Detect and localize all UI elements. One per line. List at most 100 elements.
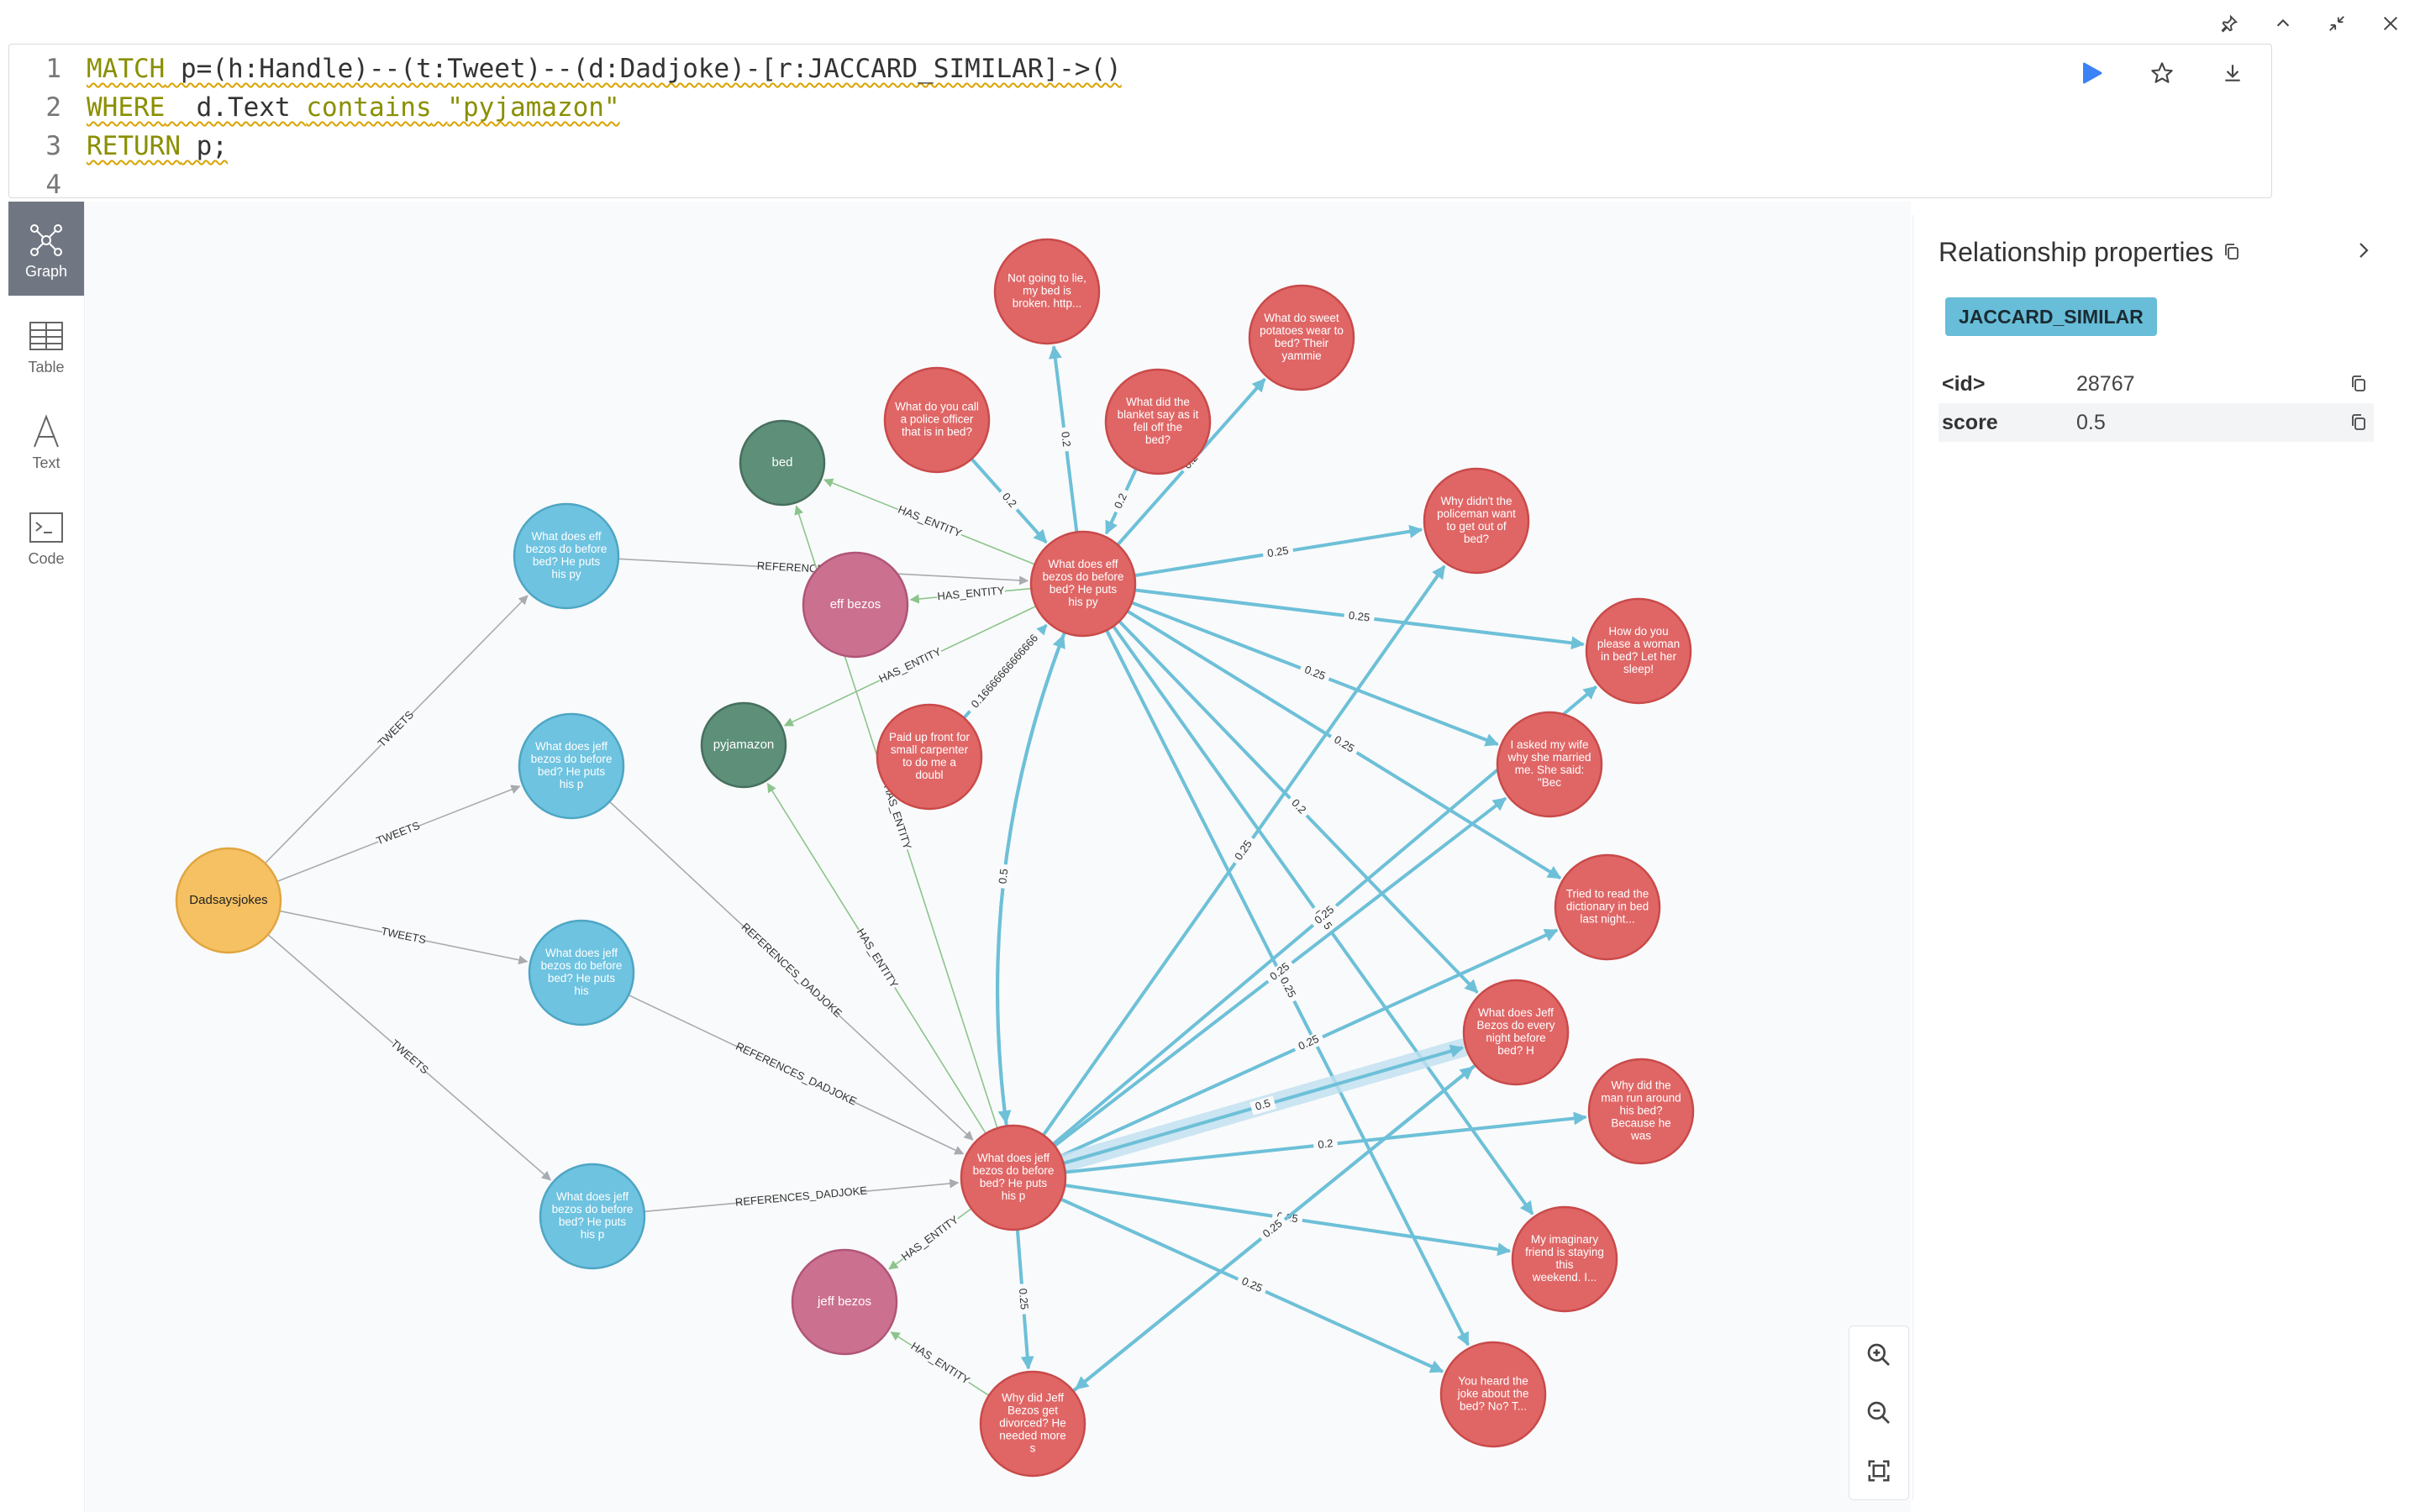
copy-icon[interactable] bbox=[2344, 407, 2374, 438]
node-circle[interactable] bbox=[1104, 368, 1212, 475]
node-circle[interactable] bbox=[539, 1163, 646, 1270]
similarity-edge[interactable]: 0.2 bbox=[1065, 1111, 1587, 1174]
relationship-edge[interactable]: TWEETS bbox=[264, 595, 529, 864]
relationship-edge[interactable]: TWEETS bbox=[267, 934, 552, 1181]
similarity-edge[interactable]: 0.25 bbox=[1014, 1229, 1034, 1370]
fullscreen-exit-icon[interactable] bbox=[2317, 7, 2356, 40]
node-circle[interactable] bbox=[791, 1248, 898, 1356]
graph-node-handle[interactable]: Dadsaysjokes bbox=[175, 847, 282, 954]
similarity-edge[interactable]: 0.25 bbox=[1060, 928, 1559, 1158]
similarity-edge[interactable]: 0.5 bbox=[996, 634, 1065, 1126]
graph-node-entity_person[interactable]: jeff bezos bbox=[791, 1248, 898, 1356]
similarity-edge[interactable]: 0.25 bbox=[1131, 601, 1499, 747]
similarity-edge[interactable]: 0.25 bbox=[1134, 588, 1586, 650]
view-tab-text[interactable]: Text bbox=[8, 393, 84, 487]
similarity-edge[interactable]: 0.25 bbox=[1042, 564, 1446, 1137]
node-label: Why did the bbox=[1611, 1079, 1670, 1092]
node-circle[interactable] bbox=[1511, 1205, 1618, 1313]
node-circle[interactable] bbox=[1585, 597, 1692, 705]
copy-icon[interactable] bbox=[2344, 369, 2374, 399]
node-circle[interactable] bbox=[993, 238, 1101, 345]
has-entity-edge[interactable]: HAS_ENTITY bbox=[909, 584, 1032, 605]
has-entity-edge[interactable]: HAS_ENTITY bbox=[888, 1208, 972, 1270]
close-icon[interactable] bbox=[2371, 7, 2410, 40]
relationship-edge[interactable]: REFERENCES_DADJOKE bbox=[608, 801, 974, 1141]
node-circle[interactable] bbox=[960, 1124, 1067, 1231]
similarity-edge[interactable]: 0.25 bbox=[1134, 524, 1423, 578]
similarity-edge[interactable]: 0.2 bbox=[1104, 468, 1138, 535]
view-tab-table[interactable]: Table bbox=[8, 297, 84, 391]
relationship-edge[interactable]: TWEETS bbox=[279, 910, 529, 965]
collapse-up-icon[interactable] bbox=[2264, 7, 2302, 40]
graph-node-entity_person[interactable]: eff bezos bbox=[802, 551, 909, 659]
similarity-edge[interactable]: 0.16666666666666 bbox=[962, 624, 1048, 719]
node-circle[interactable] bbox=[1423, 467, 1530, 575]
edge-label-background bbox=[1285, 793, 1312, 821]
graph-node-entity_other[interactable]: pyjamazon bbox=[700, 701, 787, 789]
relationship-edge[interactable]: REFERENCES_DADJOKE bbox=[644, 1179, 960, 1213]
relationship-edge[interactable]: REFERENCES_DADJOKE bbox=[628, 994, 965, 1155]
node-circle[interactable] bbox=[802, 551, 909, 659]
node-circle[interactable] bbox=[1248, 284, 1355, 391]
relationship-edge[interactable]: TWEETS bbox=[276, 785, 521, 883]
similarity-edge[interactable]: 0.2 bbox=[1118, 620, 1479, 994]
zoom-in-button[interactable] bbox=[1859, 1335, 1899, 1375]
similarity-edge[interactable]: 0.2 bbox=[1048, 344, 1079, 533]
node-circle[interactable] bbox=[883, 366, 991, 474]
download-icon[interactable] bbox=[2216, 56, 2249, 90]
relationship-type-badge[interactable]: JACCARD_SIMILAR bbox=[1945, 297, 2157, 336]
run-query-button[interactable] bbox=[2075, 56, 2108, 90]
node-circle[interactable] bbox=[739, 419, 826, 507]
similarity-edge[interactable]: 0.2 bbox=[970, 457, 1048, 544]
copy-icon[interactable] bbox=[2223, 237, 2240, 268]
graph-node-entity_other[interactable]: bed bbox=[739, 419, 826, 507]
fit-to-screen-button[interactable] bbox=[1859, 1451, 1899, 1491]
zoom-out-button[interactable] bbox=[1859, 1393, 1899, 1433]
node-circle[interactable] bbox=[1496, 711, 1603, 818]
node-circle[interactable] bbox=[700, 701, 787, 789]
node-circle[interactable] bbox=[1439, 1341, 1547, 1448]
graph-visualization[interactable]: TWEETSTWEETSTWEETSTWEETSREFERENCES_DADJO… bbox=[86, 202, 1911, 1512]
favorite-star-icon[interactable] bbox=[2145, 56, 2179, 90]
view-tab-graph[interactable]: Graph bbox=[8, 202, 84, 296]
similarity-edge[interactable]: 0.25 bbox=[1071, 1066, 1474, 1393]
chevron-right-icon[interactable] bbox=[2347, 234, 2381, 267]
node-circle[interactable] bbox=[1462, 979, 1570, 1086]
view-tab-code[interactable]: Code bbox=[8, 489, 84, 583]
node-circle[interactable] bbox=[1029, 530, 1137, 638]
node-circle[interactable] bbox=[979, 1370, 1086, 1478]
node-circle[interactable] bbox=[528, 919, 635, 1026]
similarity-edge[interactable]: 0.5 bbox=[1054, 1038, 1472, 1173]
node-circle[interactable] bbox=[876, 703, 983, 811]
node-circle[interactable] bbox=[175, 847, 282, 954]
similarity-edge[interactable]: 0.25 bbox=[1060, 1197, 1444, 1373]
has-entity-edge[interactable]: HAS_ENTITY bbox=[890, 1331, 990, 1396]
node-circle[interactable] bbox=[1554, 853, 1661, 961]
node-circle[interactable] bbox=[1587, 1058, 1695, 1165]
node-circle[interactable] bbox=[513, 502, 620, 610]
pin-icon[interactable] bbox=[2210, 7, 2249, 40]
node-circle[interactable] bbox=[518, 712, 625, 820]
